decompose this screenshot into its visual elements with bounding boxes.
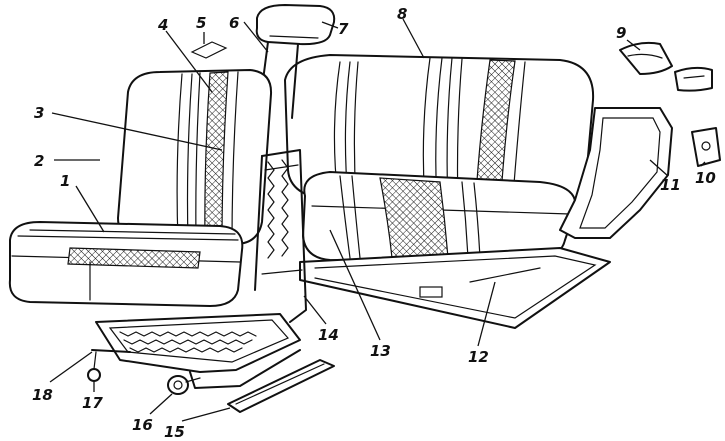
armrest-parts: [619, 41, 713, 92]
callout-3: 3: [34, 104, 44, 122]
callout-5: 5: [196, 14, 206, 32]
headrest-clip: [190, 41, 228, 59]
callout-18: 18: [32, 386, 53, 404]
callout-6: 6: [229, 14, 239, 32]
callout-4: 4: [157, 16, 168, 34]
callout-14: 14: [318, 326, 339, 344]
callout-labels: 1 2 3 4 5 6 7 8 9 10 11 12 13 14 15 16 1…: [32, 5, 716, 441]
callout-12: 12: [468, 348, 489, 366]
front-seat-cushion: [8, 221, 244, 307]
callout-17: 17: [82, 394, 103, 412]
pivot-bushing: [87, 351, 101, 382]
callout-13: 13: [370, 342, 391, 360]
callout-2: 2: [34, 152, 44, 170]
callout-11: 11: [660, 176, 681, 194]
callout-1: 1: [60, 172, 70, 190]
callout-8: 8: [397, 5, 407, 23]
rear-seat-floor-frame: [299, 247, 611, 329]
callout-7: 7: [338, 20, 349, 38]
trim-strip: [227, 359, 335, 413]
rear-seat-cushion: [302, 171, 577, 263]
bracket-clip: [691, 127, 721, 167]
callout-10: 10: [695, 169, 716, 187]
leader-lines: [49, 18, 706, 422]
side-trim-panel: [559, 107, 673, 239]
front-seat-backrest: [117, 69, 273, 245]
front-seat-frame: [91, 149, 307, 389]
adjuster-knob: [167, 375, 201, 395]
callout-15: 15: [164, 423, 185, 441]
callout-16: 16: [132, 416, 153, 434]
headrest: [255, 4, 336, 46]
callout-9: 9: [616, 24, 626, 42]
